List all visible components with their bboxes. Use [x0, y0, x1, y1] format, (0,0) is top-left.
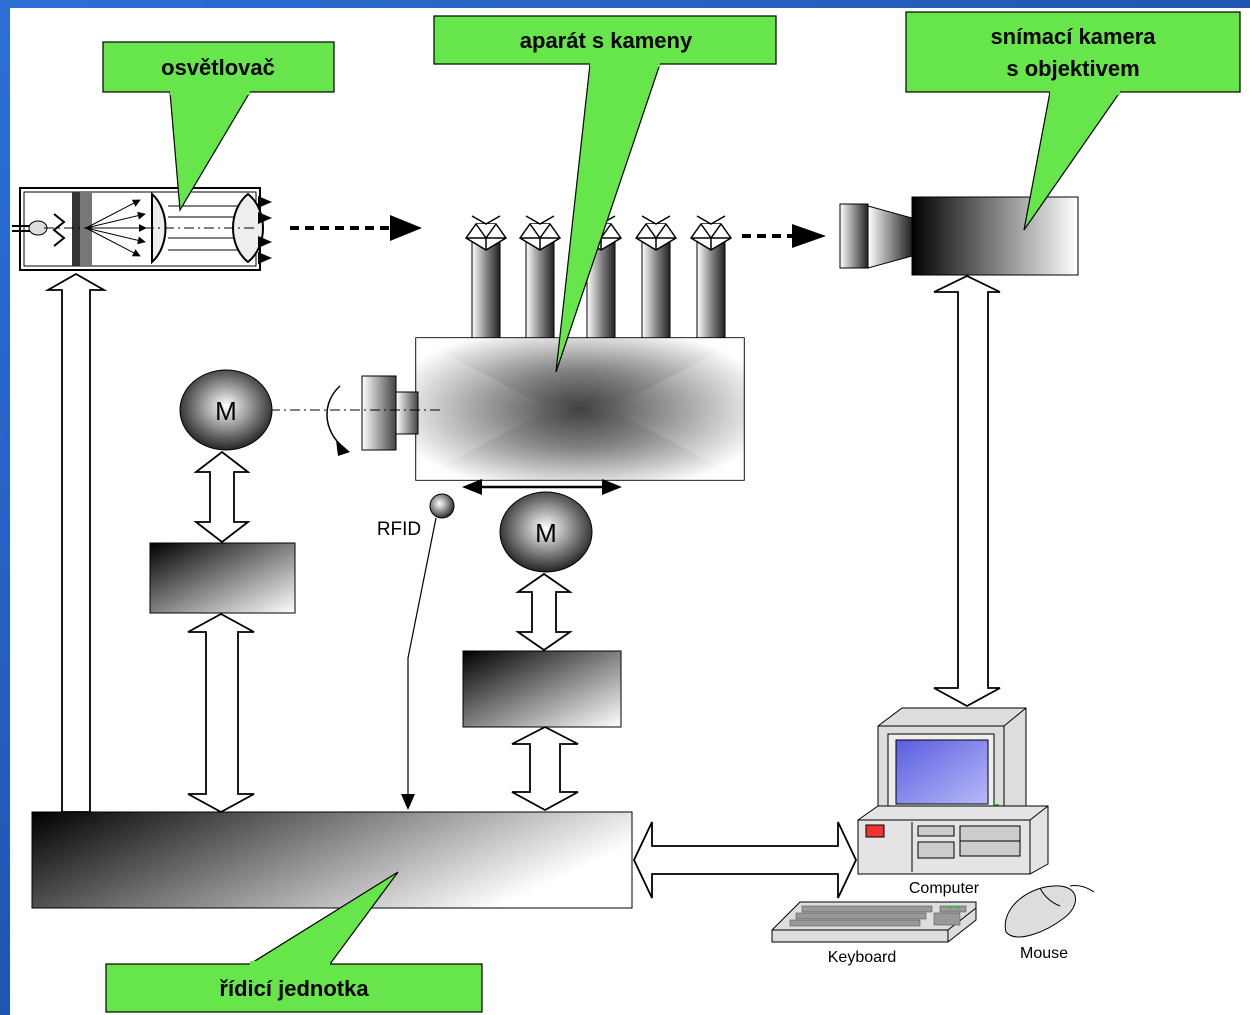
stone-pillars: [471, 239, 726, 341]
desktop-computer-icon: Computer: [857, 707, 1049, 897]
keyboard-label: Keyboard: [828, 949, 897, 966]
control-unit-block: [31, 811, 633, 909]
arrow-motor-driver-left: [193, 450, 251, 544]
callout-camera-text-line1: snímací kamera: [990, 24, 1156, 49]
callout-stone-apparatus: aparát s kameny: [433, 15, 777, 373]
arrow-control-illuminator: [44, 272, 108, 813]
arrow-camera-computer: [933, 274, 1001, 708]
mouse-icon: Mouse: [1004, 885, 1095, 962]
arrow-control-computer: [633, 821, 857, 899]
motor-left-label: M: [215, 396, 237, 426]
keyboard-icon: Keyboard: [771, 901, 977, 966]
driver-box-left: [149, 542, 296, 614]
camera-with-lens: [839, 196, 1079, 276]
computer-label: Computer: [909, 880, 980, 897]
callout-camera-text-line2: s objektivem: [1006, 56, 1139, 81]
rfid-label: RFID: [377, 519, 421, 540]
callout-stone-apparatus-text: aparát s kameny: [520, 28, 693, 53]
rfid-tag: RFID: [377, 493, 455, 810]
arrow-motor-driver-center: [515, 572, 573, 652]
motor-center-label: M: [535, 518, 557, 548]
callout-control-unit-text: řídicí jednotka: [219, 976, 369, 1001]
mouse-label: Mouse: [1020, 945, 1068, 962]
driver-box-center: [462, 650, 622, 728]
arrow-driver-center-control: [511, 725, 579, 812]
callout-camera: snímací kamera s objektivem: [905, 11, 1241, 231]
callout-illuminator-text: osvětlovač: [161, 55, 275, 80]
motor-center: M: [499, 491, 593, 573]
light-beam-arrow: [742, 224, 826, 248]
callout-control-unit: řídicí jednotka: [105, 871, 483, 1013]
stone-apparatus: [270, 215, 745, 495]
arrow-driver-left-control: [187, 612, 255, 814]
motor-left: M: [179, 369, 273, 451]
light-beam-arrow: [290, 215, 422, 241]
callout-illuminator: osvětlovač: [102, 41, 335, 212]
illuminator-device: [12, 187, 272, 271]
